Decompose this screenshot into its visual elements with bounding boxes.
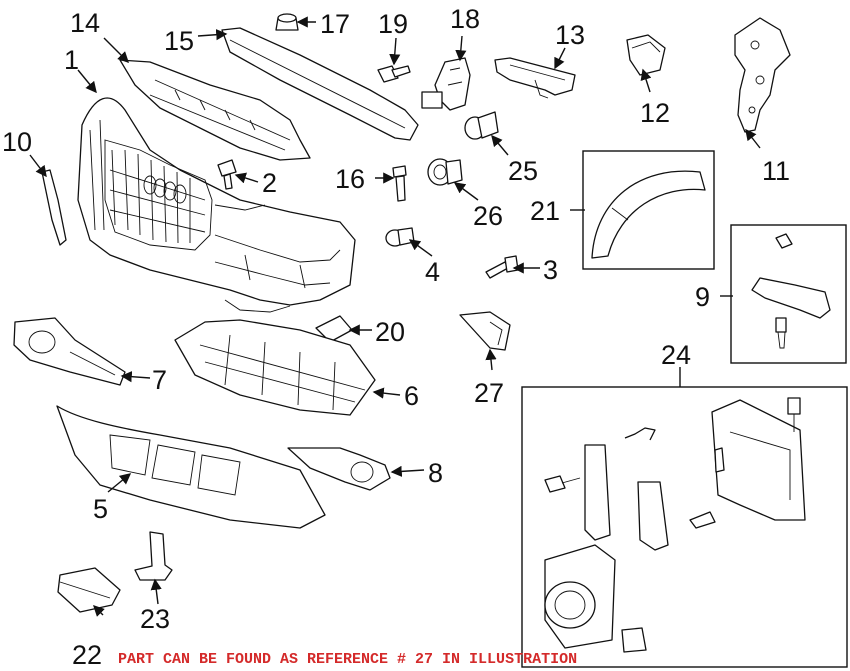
- callout-21: 21: [530, 196, 560, 226]
- sensor-25: [464, 111, 499, 140]
- callout-1: 1: [64, 45, 79, 75]
- callout-15: 15: [164, 26, 194, 56]
- callout-11: 11: [762, 156, 790, 186]
- callout-24: 24: [661, 340, 691, 370]
- bumper-cover: [77, 97, 356, 313]
- callout-10: 10: [2, 127, 32, 157]
- bolt-2: [217, 159, 237, 190]
- fog-grille-right: [287, 447, 391, 491]
- callout-16: 16: [335, 164, 365, 194]
- callout-17: 17: [320, 9, 350, 39]
- leader-lines: [29, 16, 761, 617]
- fog-lamp-trim-27: [459, 311, 511, 351]
- callout-26: 26: [473, 201, 503, 231]
- lower-shield-6: [174, 319, 376, 416]
- callout-25: 25: [508, 156, 538, 186]
- callout-9: 9: [695, 282, 710, 312]
- callout-20: 20: [375, 317, 405, 347]
- bolt-19: [377, 65, 411, 83]
- callout-23: 23: [140, 604, 170, 634]
- reference-note: PART CAN BE FOUND AS REFERENCE # 27 IN I…: [118, 651, 577, 668]
- callout-3: 3: [543, 255, 558, 285]
- callout-19: 19: [378, 9, 408, 39]
- callout-5: 5: [93, 494, 108, 524]
- callout-6: 6: [404, 381, 419, 411]
- bracket-23: [134, 531, 173, 581]
- sensor-camera-kit: [544, 397, 806, 653]
- control-module: [57, 567, 121, 613]
- side-trim-strip: [41, 169, 67, 246]
- detail-box-9: [730, 224, 847, 364]
- cap-cover: [626, 34, 666, 76]
- sensor-ring-26: [427, 158, 463, 186]
- wheel-arch-molding: [591, 170, 706, 259]
- callout-27: 27: [474, 378, 504, 408]
- bracket-kit-9: [751, 233, 831, 349]
- callout-14: 14: [70, 8, 100, 38]
- sensor-bracket: [421, 57, 471, 111]
- bolt-16: [392, 165, 407, 202]
- side-guide-bracket: [734, 17, 791, 133]
- callout-4: 4: [425, 257, 440, 287]
- callout-2: 2: [262, 168, 277, 198]
- fog-grille-left: [13, 317, 126, 386]
- grille-upper-support: [119, 59, 311, 161]
- nut-part: [275, 13, 299, 31]
- callout-18: 18: [450, 4, 480, 34]
- callout-7: 7: [152, 365, 167, 395]
- callout-numbers: 1 2 3 4 5 6 7 8 9 10 11 12 13 14 15 16 1…: [2, 4, 790, 670]
- callout-13: 13: [555, 20, 585, 50]
- callout-12: 12: [640, 98, 670, 128]
- callout-8: 8: [428, 458, 443, 488]
- detail-box-24: [521, 386, 848, 668]
- lower-valance: [56, 405, 326, 529]
- clip-4: [385, 227, 415, 247]
- mounting-bracket-13: [494, 57, 576, 99]
- screw-3: [485, 255, 519, 279]
- impact-reinforcement-bar: [221, 27, 419, 141]
- callout-22: 22: [72, 640, 102, 670]
